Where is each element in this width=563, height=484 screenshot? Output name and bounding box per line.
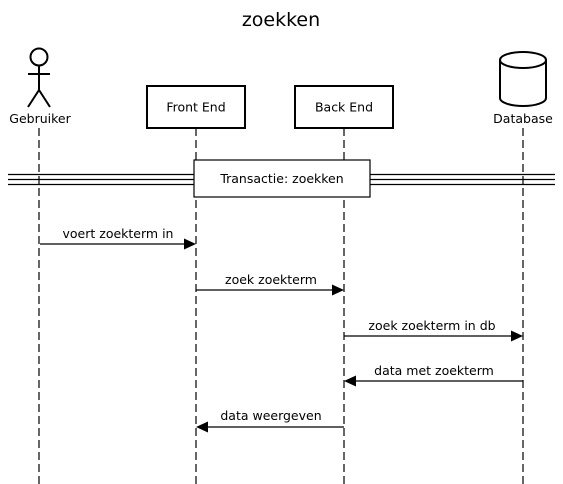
actor-gebruiker: Gebruiker [9, 47, 72, 126]
frame-label-box [193, 159, 371, 198]
message-data-weergeven: data weergeven [196, 408, 344, 433]
message-label: voert zoekterm in [63, 226, 174, 241]
message-label: zoek zoekterm [225, 272, 317, 287]
message-label: zoek zoekterm in db [368, 318, 495, 333]
participant-label-backend: Back End [315, 100, 373, 115]
arrow-head [332, 284, 344, 296]
participant-label-database: Database [493, 111, 553, 126]
message-zoek-zoekterm: zoek zoekterm [196, 272, 344, 296]
participant-frontend: Front End [146, 85, 246, 129]
message-zoek-zoekterm-in-db: zoek zoekterm in db [344, 318, 523, 342]
participant-box-frontend [146, 85, 246, 129]
arrow-head [344, 375, 356, 387]
arrow-head [196, 421, 208, 433]
frame-label: Transactie: zoekken [219, 171, 343, 186]
participant-box-backend [294, 85, 394, 129]
arrow-head [511, 330, 523, 342]
participant-database: Database [493, 51, 553, 126]
message-data-met-zoekterm: data met zoekterm [344, 363, 523, 387]
message-voert-zoekterm-in: voert zoekterm in [40, 226, 196, 250]
message-label: data weergeven [220, 408, 321, 423]
participant-label-gebruiker: Gebruiker [9, 111, 71, 126]
database-icon [499, 51, 547, 107]
participant-backend: Back End [294, 85, 394, 129]
arrow-head [184, 238, 196, 250]
participant-label-frontend: Front End [166, 100, 225, 115]
diagram-title: zoekken [242, 9, 320, 31]
transaction-frame: Transactie: zoekken [8, 159, 555, 198]
person-icon [27, 47, 51, 108]
message-label: data met zoekterm [374, 363, 494, 378]
